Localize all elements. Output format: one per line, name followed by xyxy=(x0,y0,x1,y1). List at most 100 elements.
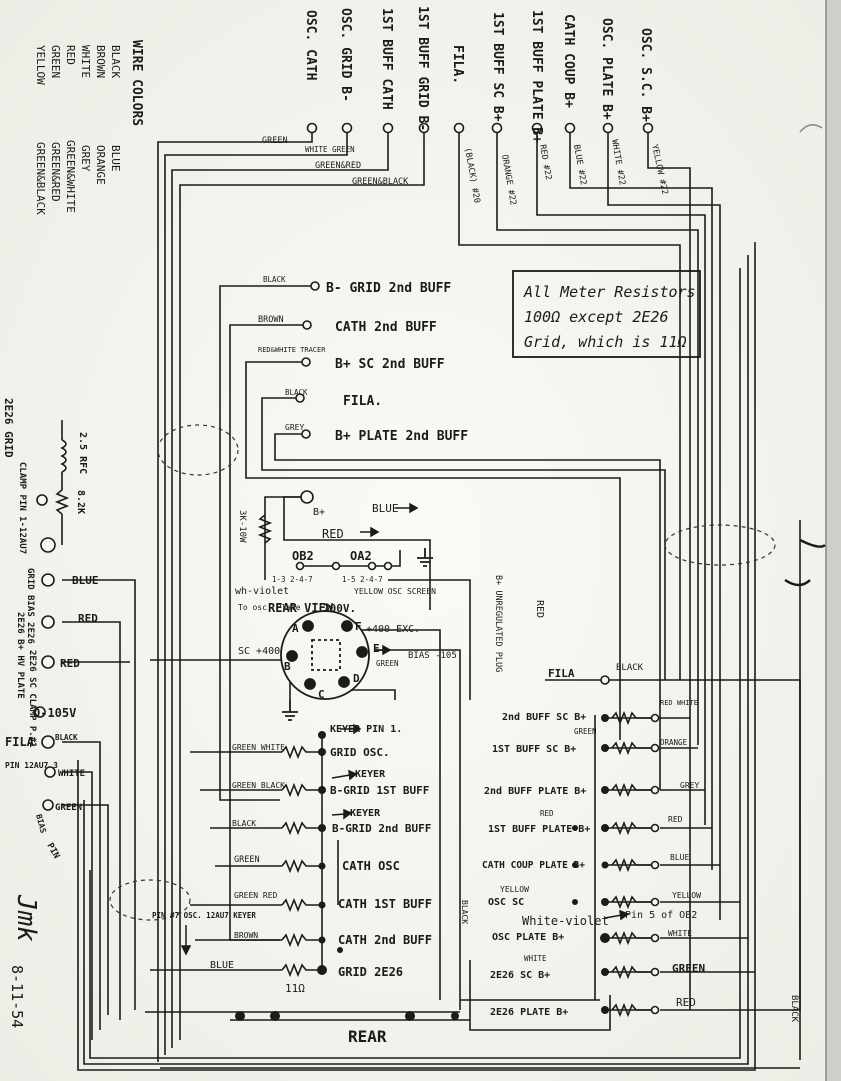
top-label: OSC. PLATE B+ xyxy=(599,18,614,120)
label-unregulated: B+ UNREGULATED PLUG xyxy=(493,575,503,672)
top-label: OSC. S.C. B+ xyxy=(638,28,653,122)
black-vertical: BLACK xyxy=(460,900,469,924)
note-line: 100Ω except 2E26 xyxy=(524,308,669,326)
signature: Jmk xyxy=(11,894,41,942)
top-label: OSC. CATH xyxy=(303,10,318,80)
wire-colors-legend: WIRE COLORS BLACK BROWN WHITE RED GREEN … xyxy=(34,40,144,215)
meter-tag: GREEN xyxy=(574,727,597,736)
page-edge xyxy=(826,0,841,1081)
row-label: B+ SC 2nd BUFF xyxy=(335,357,445,372)
label-oa2: OA2 xyxy=(350,549,372,563)
eleven-ohm: 11Ω xyxy=(285,982,305,995)
meter-label: OSC PLATE B+ xyxy=(492,932,564,943)
right-meter-rows: 2nd BUFF SC B+ RED WHITE GREEN 1ST BUFF … xyxy=(482,699,705,1018)
label-minus105: O-105V xyxy=(33,706,76,720)
meter-tag: WHITE xyxy=(524,954,547,963)
second-buff-rows: BLACK B- GRID 2nd BUFF BROWN CATH 2nd BU… xyxy=(258,275,468,444)
top-label: OSC. GRID B- xyxy=(338,8,353,102)
legend-item: BLUE xyxy=(109,145,122,172)
meter-wire: BLACK xyxy=(232,819,256,828)
wire-red: RED xyxy=(60,657,80,670)
meter-wire: ORANGE xyxy=(660,738,688,747)
meter-label: 1ST BUFF SC B+ xyxy=(492,744,576,755)
pin-a: A xyxy=(292,622,299,635)
row-label: FILA. xyxy=(343,394,382,409)
legend-title: WIRE COLORS xyxy=(129,40,144,126)
label-clamp: CLAMP PIN 1-12AU7 xyxy=(17,462,27,554)
date: 8-11-54 xyxy=(8,965,26,1028)
meter-label: CATH 1ST BUFF xyxy=(338,897,432,911)
meter-label: KEYER PIN 1. xyxy=(330,724,402,735)
label-2e26-grid: 2E26 GRID xyxy=(2,398,15,458)
legend-item: GREEN&WHITE xyxy=(64,140,77,213)
wire-red: RED xyxy=(322,527,344,541)
meter-label: CATH OSC xyxy=(342,859,400,873)
label-wh-violet: wh-violet xyxy=(235,586,289,597)
label-to-osc-plate: To osc. Plate xyxy=(238,603,301,612)
wire-tag: GREEN xyxy=(262,136,288,146)
label-ob2: OB2 xyxy=(292,549,314,563)
label-rear-view: REAR VIEW xyxy=(268,601,334,615)
note-box xyxy=(512,270,701,358)
legend-item: BROWN xyxy=(94,45,107,78)
row-wire: BROWN xyxy=(258,315,284,325)
left-meter-rows: KEYER PIN 1. GREEN WHITE GRID OSC. KEYER… xyxy=(152,724,432,995)
pin-f: F xyxy=(355,620,362,633)
label-grid-bias: GRID BIAS 2E26 xyxy=(25,568,35,644)
label-sc-clamp: 2E26 SC CLAMP P.#1 xyxy=(27,650,37,748)
legend-item: GREEN&RED xyxy=(49,142,62,202)
pin-e: E xyxy=(373,642,380,655)
label-exc400: +400 EXC. xyxy=(366,624,420,635)
pin-b: B xyxy=(284,660,291,673)
top-labels: OSC. S.C. B+ OSC. PLATE B+ CATH COUP B+ … xyxy=(303,6,653,143)
top-label: CATH COUP B+ xyxy=(561,14,576,108)
meter-wire: GREEN xyxy=(672,962,705,975)
meter-wire: YELLOW xyxy=(672,891,701,900)
meter-label: CATH 2nd BUFF xyxy=(338,933,432,947)
resistor-symbols xyxy=(54,420,652,1018)
label-resistor: 8.2K xyxy=(75,490,86,514)
dashed-marks xyxy=(109,424,776,921)
legend-item: GREEN xyxy=(49,45,62,78)
pin5-note: Pin 5 of OB2 xyxy=(625,910,697,921)
row-wire: BLACK xyxy=(285,388,308,397)
row-wire: BLACK xyxy=(263,275,286,284)
label-700v: 700V. xyxy=(323,602,356,615)
meter-wire: GREEN BLACK xyxy=(232,781,285,790)
note-text: All Meter Resistors 100Ω except 2E26 Gri… xyxy=(523,283,696,351)
legend-item: GREEN&BLACK xyxy=(34,142,47,215)
wire-green: GREEN xyxy=(55,803,82,813)
tube-socket xyxy=(280,548,433,721)
label-sc400: SC +400 xyxy=(238,646,280,657)
label-bplus: B+ xyxy=(313,507,325,518)
bottom-labels: REAR BLACK BLACK Jmk 8-11-54 xyxy=(8,894,799,1046)
black-right: BLACK xyxy=(789,995,799,1023)
wire-tag: GREEN&RED xyxy=(315,161,361,171)
wire-black: BLACK xyxy=(55,733,78,742)
meter-label: CATH COUP PLATE B+ xyxy=(482,860,585,871)
meter-label: GRID 2E26 xyxy=(338,965,403,979)
meter-label: 2E26 PLATE B+ xyxy=(490,1007,568,1018)
meter-label: B-GRID 1ST BUFF xyxy=(330,784,429,797)
middle-section: B+ BLUE RED 3K-10W OB2 OA2 1-3 2-4-7 1-5… xyxy=(235,502,644,701)
pin-c: C xyxy=(318,688,325,701)
row-wire: GREY xyxy=(285,423,304,432)
label-rfc: 2.5 RFC xyxy=(77,432,88,474)
meter-wire: BROWN xyxy=(234,931,258,940)
label-oa2-pins: 1-5 2-4-7 xyxy=(342,575,383,584)
label-fila: FILA xyxy=(548,667,575,680)
meter-wire: RED xyxy=(676,996,696,1009)
meter-tag: YELLOW xyxy=(500,885,529,894)
top-label: 1ST BUFF CATH xyxy=(379,8,394,110)
label-3k: 3K-10W xyxy=(237,510,247,543)
terminals xyxy=(34,122,660,1015)
meter-label: 2nd BUFF PLATE B+ xyxy=(484,786,586,797)
row-label: CATH 2nd BUFF xyxy=(335,320,437,335)
pin7-note: PIN #7 OSC. 12AU7 KEYER xyxy=(152,911,256,920)
meter-wire: GREEN WHITE xyxy=(232,743,285,752)
note-line: Grid, which is 11Ω xyxy=(524,333,687,351)
legend-item: WHITE xyxy=(79,45,92,78)
wire-lines xyxy=(62,128,801,1071)
arrows xyxy=(180,502,630,956)
top-label: 1ST BUFF PLATE B+ xyxy=(529,10,544,143)
